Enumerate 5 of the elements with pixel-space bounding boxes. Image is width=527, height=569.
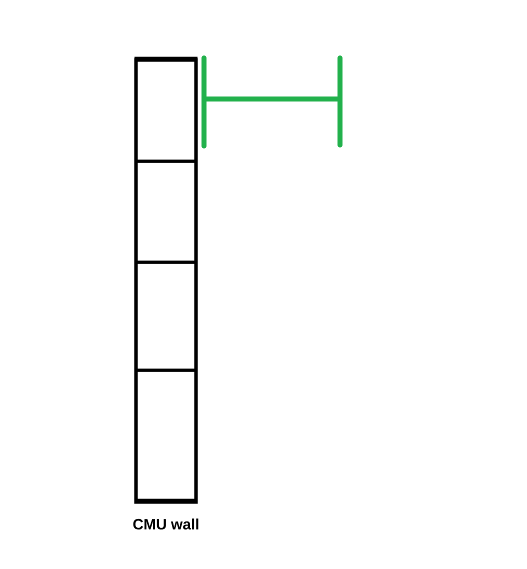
- block: [134, 260, 198, 372]
- block: [134, 368, 198, 502]
- wall-outline: [134, 58, 198, 504]
- wall-label: CMU wall: [133, 518, 198, 530]
- block: [134, 160, 198, 264]
